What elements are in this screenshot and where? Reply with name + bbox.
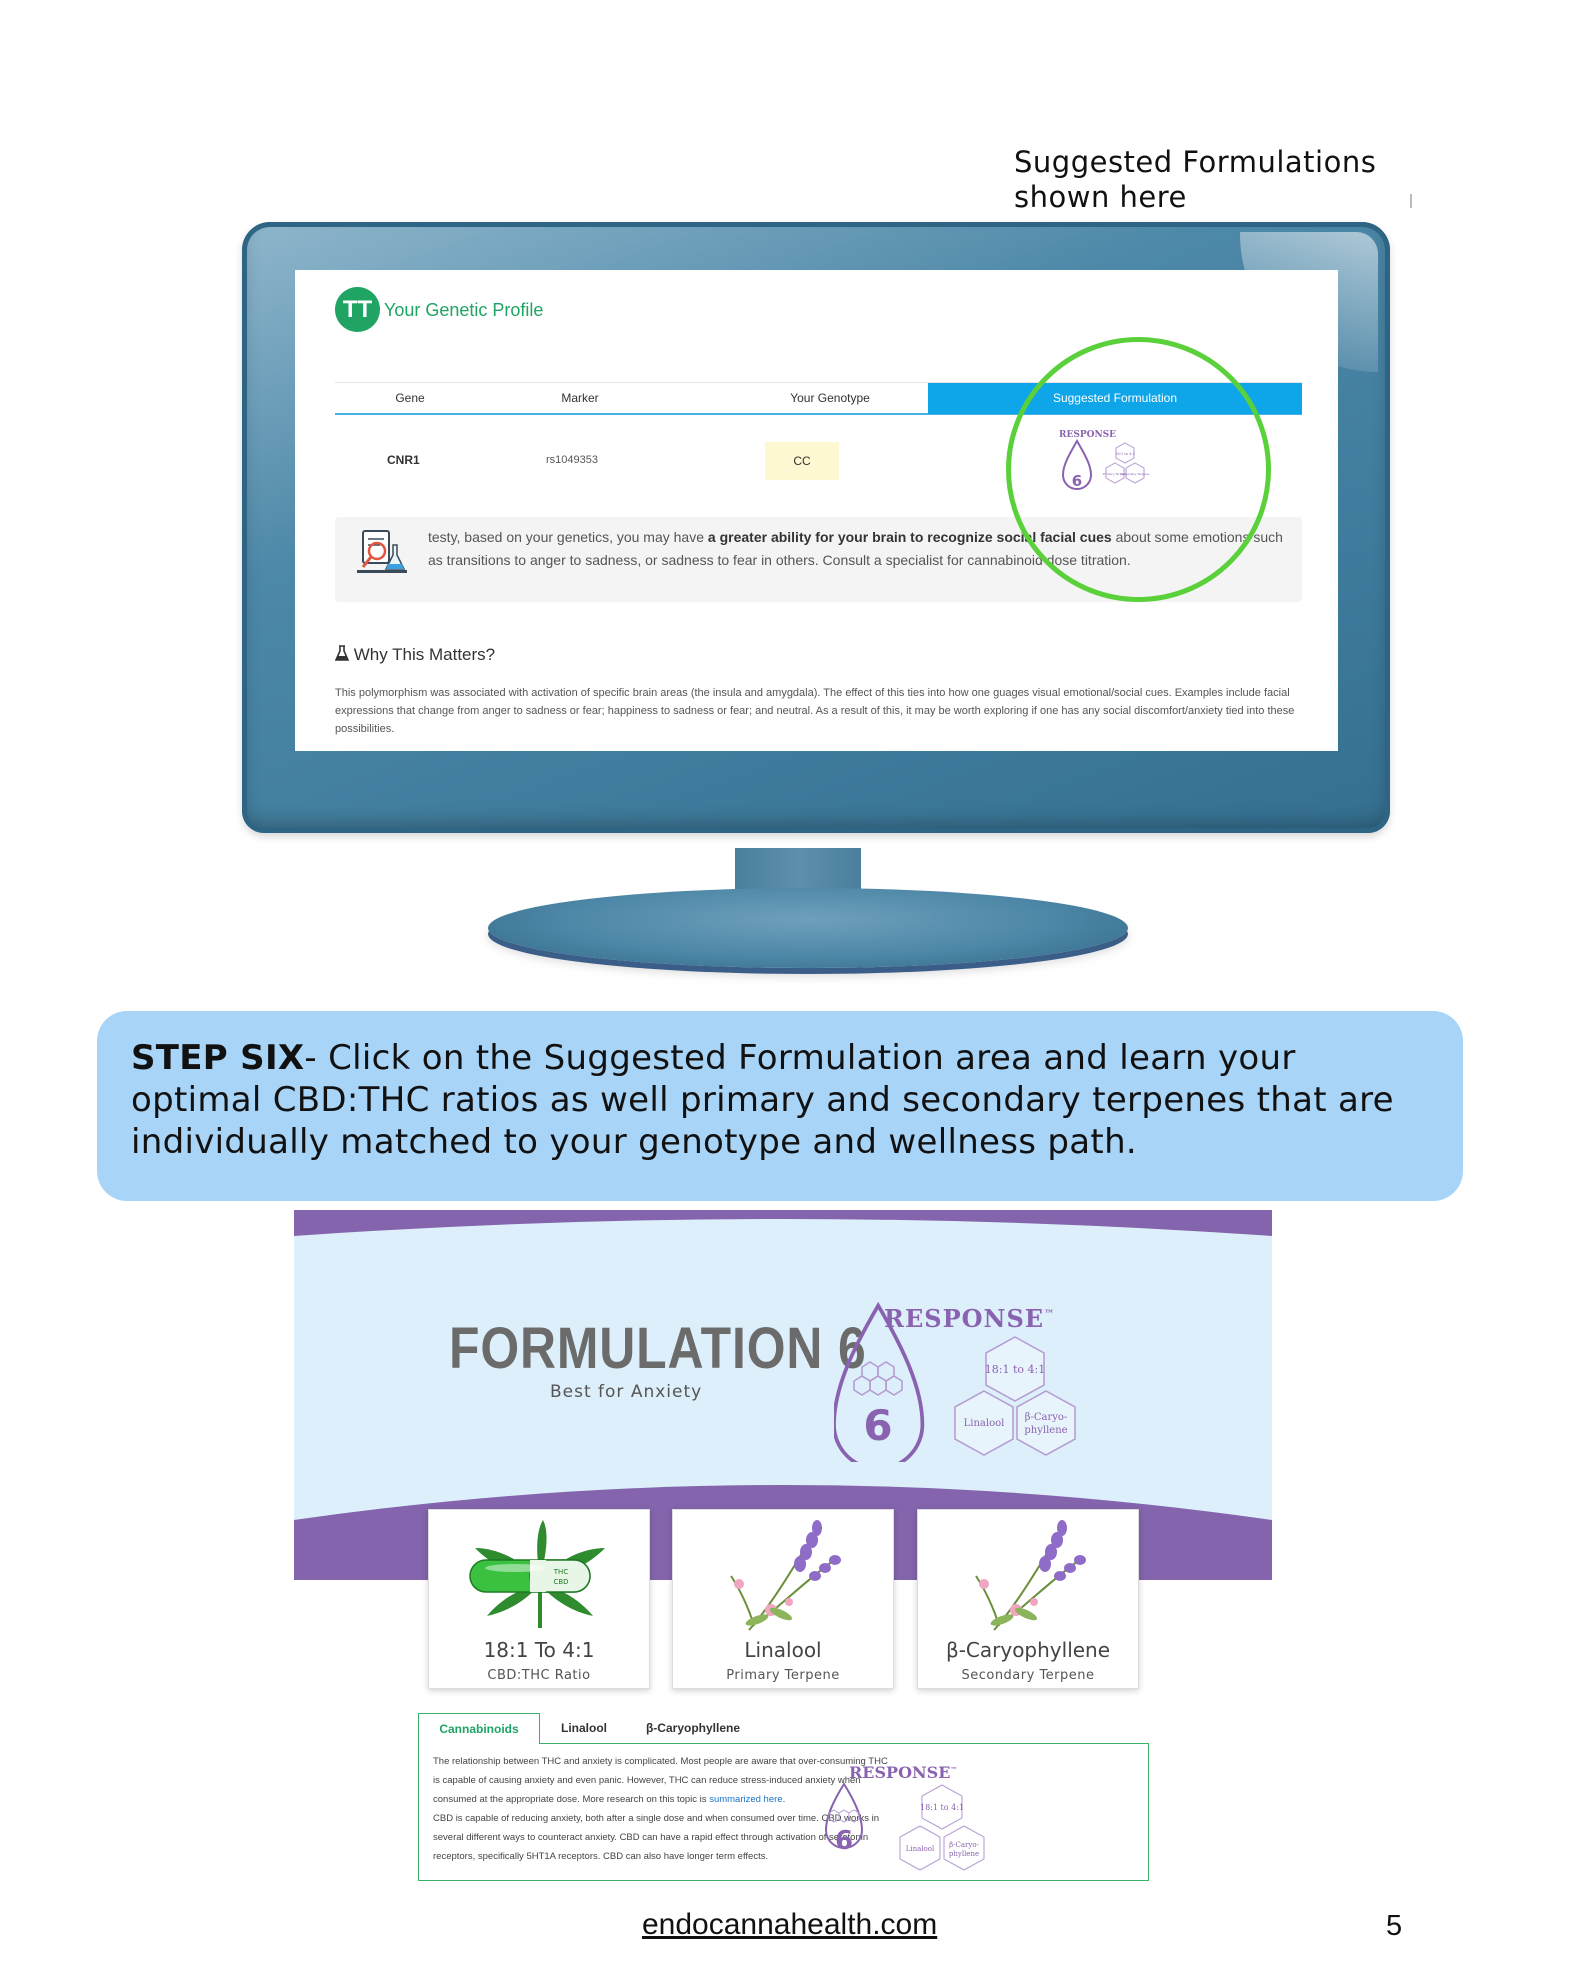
step-six-box: STEP SIX- Click on the Suggested Formula… xyxy=(97,1011,1463,1201)
footer-website-link[interactable]: endocannahealth.com xyxy=(642,1908,938,1941)
tab-beta-caryophyllene[interactable]: β-Caryophyllene xyxy=(645,1721,740,1735)
card-linalool[interactable]: Linalool Primary Terpene xyxy=(672,1509,894,1689)
card-subtitle: Primary Terpene xyxy=(726,1668,840,1683)
panel-badge-ratio: 18:1 to 4:1 xyxy=(920,1803,964,1812)
panel-badge-primary: Linalool xyxy=(906,1845,935,1853)
p1-post: . xyxy=(782,1794,786,1805)
tabs-underline xyxy=(418,1743,1149,1744)
p1-pre: The relationship between THC and anxiety… xyxy=(433,1756,888,1805)
panel-badge-number: 6 xyxy=(835,1826,853,1856)
panel-badge-secondary-2: phyllene xyxy=(949,1850,979,1858)
profile-logo: TT xyxy=(335,287,380,332)
formulation-subtitle: Best for Anxiety xyxy=(550,1382,703,1402)
badge-number: 6 xyxy=(863,1401,892,1450)
panel-badge-secondary-1: β-Caryo- xyxy=(949,1841,979,1849)
badge-tm: ™ xyxy=(1044,1309,1055,1320)
formulation-title: FORMULATION 6 xyxy=(449,1316,867,1381)
badge-ratio: 18:1 to 4:1 xyxy=(985,1363,1045,1376)
step-label: STEP SIX xyxy=(131,1038,305,1078)
cannabis-capsule-icon: THC CBD xyxy=(469,1520,605,1628)
step-six-text: STEP SIX- Click on the Suggested Formula… xyxy=(131,1037,1431,1163)
card-subtitle: Secondary Terpene xyxy=(961,1668,1095,1683)
badge-secondary-1: β-Caryo- xyxy=(1025,1412,1068,1423)
column-gene: Gene xyxy=(395,391,425,405)
note-pre: testy, based on your genetics, you may h… xyxy=(428,529,708,545)
step-body: - Click on the Suggested Formulation are… xyxy=(131,1038,1394,1162)
card-beta-caryophyllene[interactable]: β-Caryophyllene Secondary Terpene xyxy=(917,1509,1139,1689)
row-genotype: CC xyxy=(765,442,839,480)
column-genotype: Your Genotype xyxy=(790,391,870,405)
lab-flask-icon xyxy=(357,530,407,573)
paragraph-cbd: CBD is capable of reducing anxiety, both… xyxy=(433,1813,880,1862)
genetic-note-text: testy, based on your genetics, you may h… xyxy=(428,526,1288,572)
card-title: 18:1 To 4:1 xyxy=(483,1638,595,1662)
card-cbd-thc-ratio[interactable]: THC CBD 18:1 To 4:1 CBD:THC Ratio xyxy=(428,1509,650,1689)
card-title: β-Caryophyllene xyxy=(945,1638,1111,1662)
note-bold: a greater ability for your brain to reco… xyxy=(707,529,1112,545)
column-marker: Marker xyxy=(561,391,599,405)
badge-brand: RESPONSE xyxy=(884,1304,1044,1333)
capsule-label-thc: THC xyxy=(553,1568,569,1576)
why-title-text: Why This Matters? xyxy=(353,645,496,664)
card-subtitle: CBD:THC Ratio xyxy=(487,1668,591,1683)
panel-response-badge: RESPONSE™ 6 18:1 to 4:1 Linalool β-Caryo… xyxy=(824,1764,985,1871)
caption-line-2: shown here xyxy=(1014,180,1187,214)
caption-line-1: Suggested Formulations xyxy=(1014,145,1377,179)
svg-text:RESPONSE™: RESPONSE™ xyxy=(849,1764,957,1782)
flask-icon xyxy=(334,645,350,661)
profile-title: Your Genetic Profile xyxy=(384,300,544,320)
why-this-matters-text: This polymorphism was associated with ac… xyxy=(335,687,1295,735)
monitor-stand-base xyxy=(488,888,1128,968)
page-number: 5 xyxy=(1386,1910,1403,1942)
response-badge: RESPONSE™ 6 18:1 to 4:1 Linalool β-Caryo… xyxy=(834,1301,1076,1462)
tab-linalool[interactable]: Linalool xyxy=(561,1721,607,1735)
caption-suggested-formulations: Suggested Formulations shown here xyxy=(1014,145,1434,215)
highlight-circle xyxy=(1006,337,1271,602)
tab-content-text: The relationship between THC and anxiety… xyxy=(433,1752,893,1866)
svg-text:RESPONSE™: RESPONSE™ xyxy=(884,1304,1055,1333)
card-title: Linalool xyxy=(744,1638,822,1662)
tab-content-panel: The relationship between THC and anxiety… xyxy=(418,1744,1149,1881)
capsule-label-cbd: CBD xyxy=(553,1578,568,1586)
badge-secondary-2: phyllene xyxy=(1024,1425,1067,1436)
panel-badge-brand: RESPONSE xyxy=(849,1764,950,1782)
tab-cannabinoids[interactable]: Cannabinoids xyxy=(418,1713,540,1744)
panel-badge-tm: ™ xyxy=(950,1765,957,1774)
row-gene: CNR1 xyxy=(387,453,420,467)
paragraph-thc: The relationship between THC and anxiety… xyxy=(433,1752,893,1809)
lavender-icon xyxy=(730,1520,841,1631)
caption-tick-mark xyxy=(1410,194,1412,208)
lavender-icon xyxy=(975,1520,1086,1631)
badge-primary: Linalool xyxy=(964,1418,1005,1429)
summarized-link[interactable]: summarized here xyxy=(709,1794,783,1805)
row-marker: rs1049353 xyxy=(546,454,598,466)
why-this-matters-heading: Why This Matters? xyxy=(334,645,496,665)
